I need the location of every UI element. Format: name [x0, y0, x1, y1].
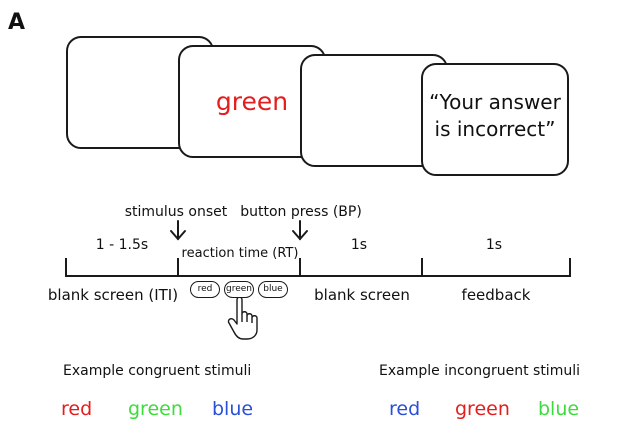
- feedback-text: “Your answer is incorrect”: [423, 89, 567, 143]
- stimulus-onset-label: stimulus onset: [124, 204, 228, 220]
- congruent-title: Example congruent stimuli: [63, 363, 252, 379]
- response-button-red[interactable]: red: [190, 281, 220, 298]
- response-button-blue[interactable]: blue: [258, 281, 288, 298]
- incongruent-word: green: [455, 398, 510, 420]
- down-arrow-icon: [292, 220, 308, 241]
- phase-feedback-label: feedback: [461, 286, 531, 304]
- incongruent-word: blue: [538, 398, 580, 420]
- feedback-duration-label: 1s: [485, 237, 503, 253]
- congruent-word: blue: [212, 398, 254, 420]
- congruent-word: red: [61, 398, 93, 420]
- iti-duration-label: 1 - 1.5s: [95, 237, 149, 253]
- congruent-word: green: [128, 398, 183, 420]
- rt-duration-label: reaction time (RT): [181, 246, 299, 261]
- feedback-line-1: “Your answer: [429, 90, 561, 114]
- down-arrow-icon: [170, 220, 186, 241]
- feedback-line-2: is incorrect”: [434, 117, 556, 141]
- pointing-hand-icon: [227, 296, 258, 340]
- stimulus-word: green: [215, 87, 289, 116]
- phase-blank-label: blank screen: [314, 286, 410, 304]
- response-button-green[interactable]: green: [224, 281, 254, 298]
- button-press-label: button press (BP): [240, 204, 362, 220]
- phase-iti-label: blank screen (ITI): [47, 286, 179, 304]
- incongruent-title: Example incongruent stimuli: [379, 363, 580, 379]
- screen-feedback: “Your answer is incorrect”: [421, 63, 569, 176]
- blank-duration-label: 1s: [350, 237, 368, 253]
- panel-label: A: [8, 10, 26, 35]
- incongruent-word: red: [389, 398, 421, 420]
